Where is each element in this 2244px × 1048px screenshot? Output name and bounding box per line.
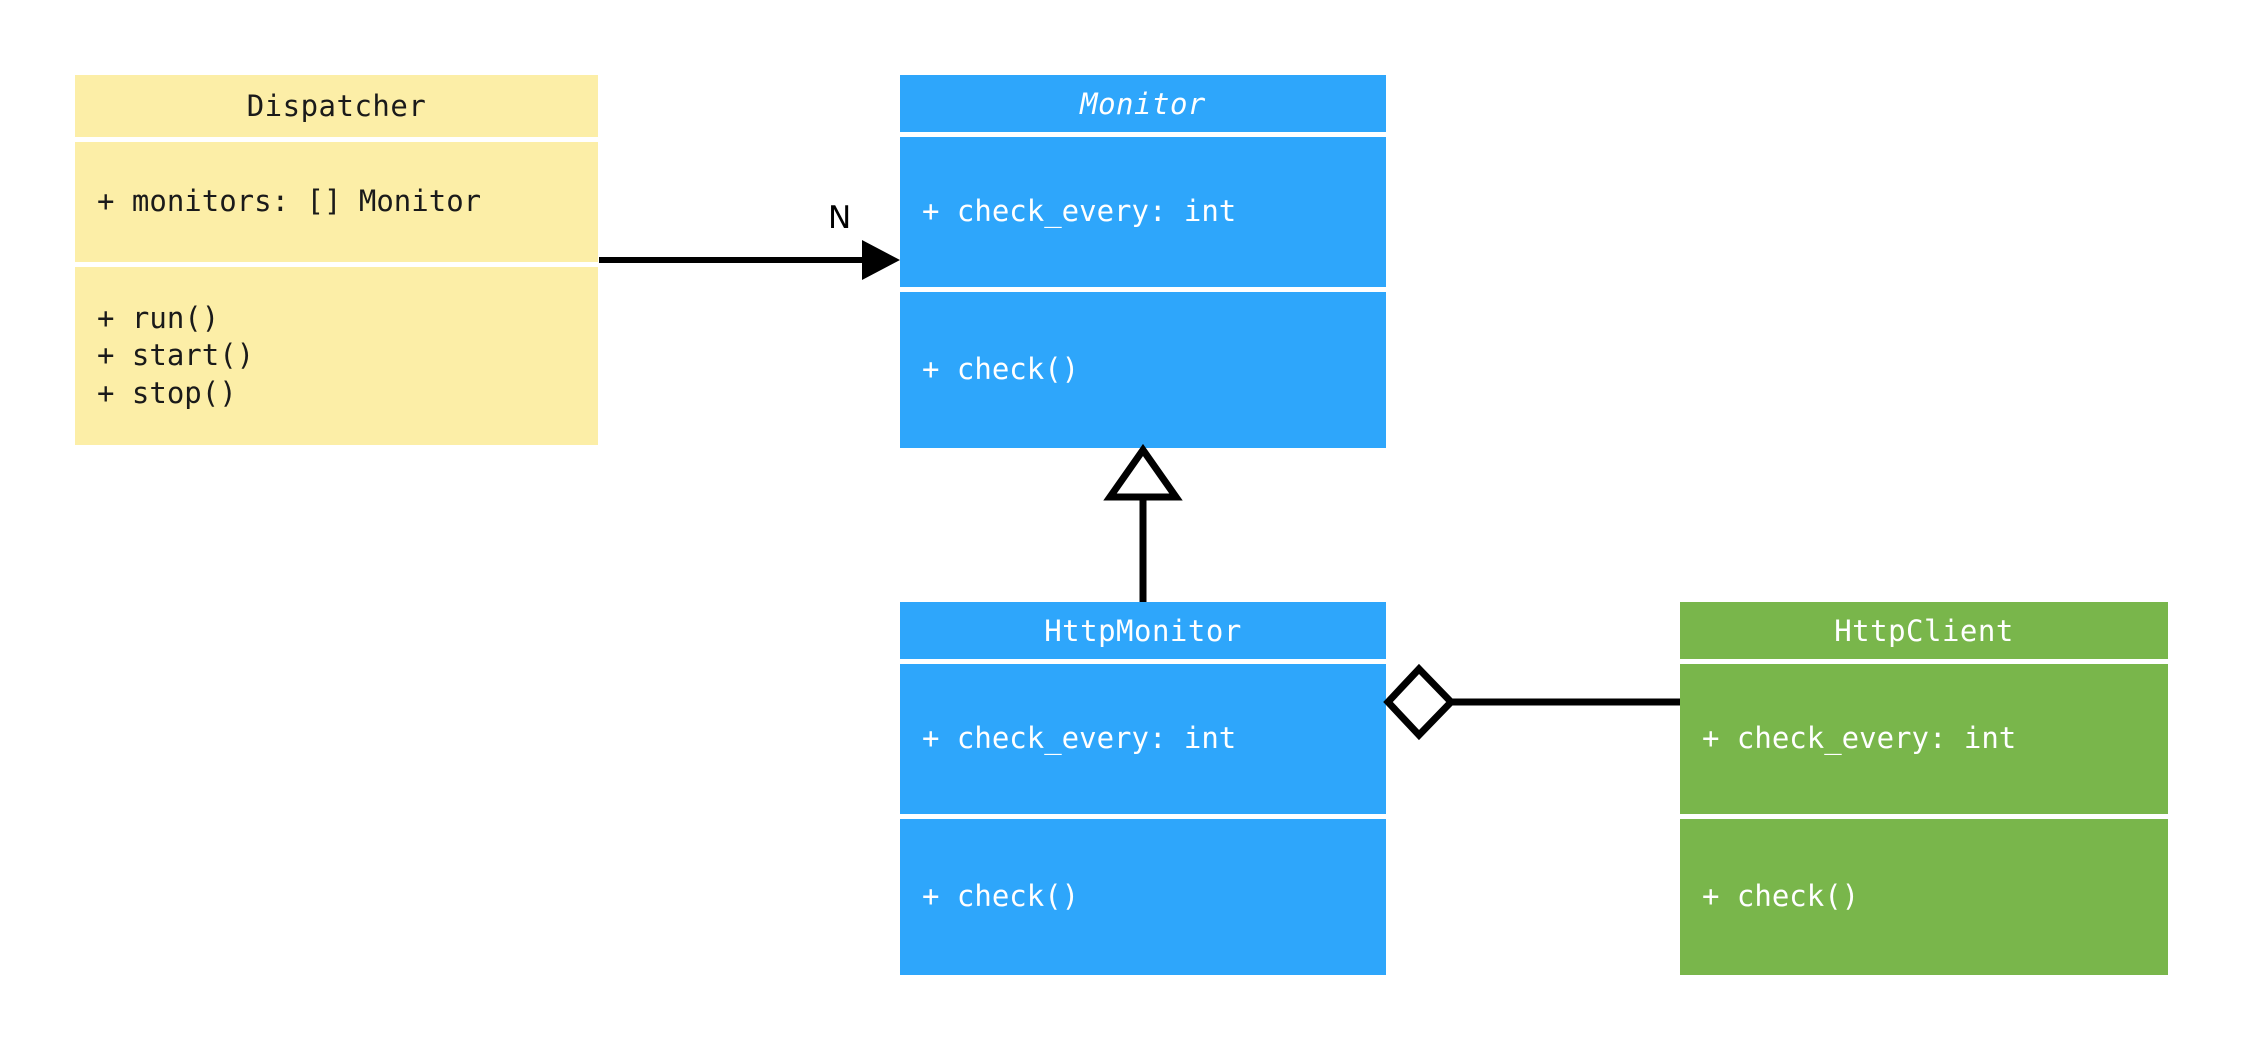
class-title-httpmonitor: HttpMonitor (1044, 613, 1242, 648)
compartment-separator (900, 132, 1386, 137)
attributes-compartment-httpmonitor: + check_every: int (900, 664, 1386, 814)
method-row: + check() (1702, 879, 1860, 914)
attribute-row: + check_every: int (922, 721, 1237, 756)
attributes-compartment-dispatcher: + monitors: [] Monitor (75, 142, 598, 262)
compartment-separator (75, 137, 598, 142)
attributes-compartment-httpclient: + check_every: int (1680, 664, 2168, 814)
method-row: + check() (922, 879, 1080, 914)
class-title-httpclient: HttpClient (1834, 613, 2014, 648)
methods-compartment-dispatcher: + run() + start() + stop() (75, 267, 598, 445)
class-box-httpmonitor[interactable]: HttpMonitor + check_every: int + check() (900, 602, 1386, 975)
class-title-dispatcher: Dispatcher (75, 75, 598, 137)
class-box-dispatcher[interactable]: Dispatcher + monitors: [] Monitor + run(… (75, 75, 598, 445)
class-title-monitor: Monitor (1080, 86, 1206, 121)
compartment-separator (900, 287, 1386, 292)
class-box-monitor[interactable]: Monitor + check_every: int + check() (900, 75, 1386, 448)
compartment-separator (900, 659, 1386, 664)
methods-compartment-httpclient: + check() (1680, 819, 2168, 975)
method-row: + check() (922, 352, 1080, 387)
class-box-httpclient[interactable]: HttpClient + check_every: int + check() (1680, 602, 2168, 975)
connector-httpmonitor-to-monitor (1103, 443, 1183, 602)
methods-compartment-httpmonitor: + check() (900, 819, 1386, 975)
attribute-row: + check_every: int (922, 194, 1237, 229)
attributes-compartment-monitor: + check_every: int (900, 137, 1386, 287)
compartment-separator (75, 262, 598, 267)
method-row: + run() (97, 301, 220, 336)
method-row: + stop() (97, 375, 237, 410)
methods-compartment-monitor: + check() (900, 292, 1386, 448)
edge-label-multiplicity: N (828, 200, 852, 236)
connector-httpmonitor-to-httpclient (1383, 663, 1680, 741)
method-row: + start() (97, 338, 255, 373)
compartment-separator (900, 814, 1386, 819)
attribute-row: + monitors: [] Monitor (97, 184, 482, 219)
compartment-separator (1680, 659, 2168, 664)
compartment-separator (1680, 814, 2168, 819)
connector-dispatcher-to-monitor (599, 240, 900, 280)
attribute-row: + check_every: int (1702, 721, 2017, 756)
